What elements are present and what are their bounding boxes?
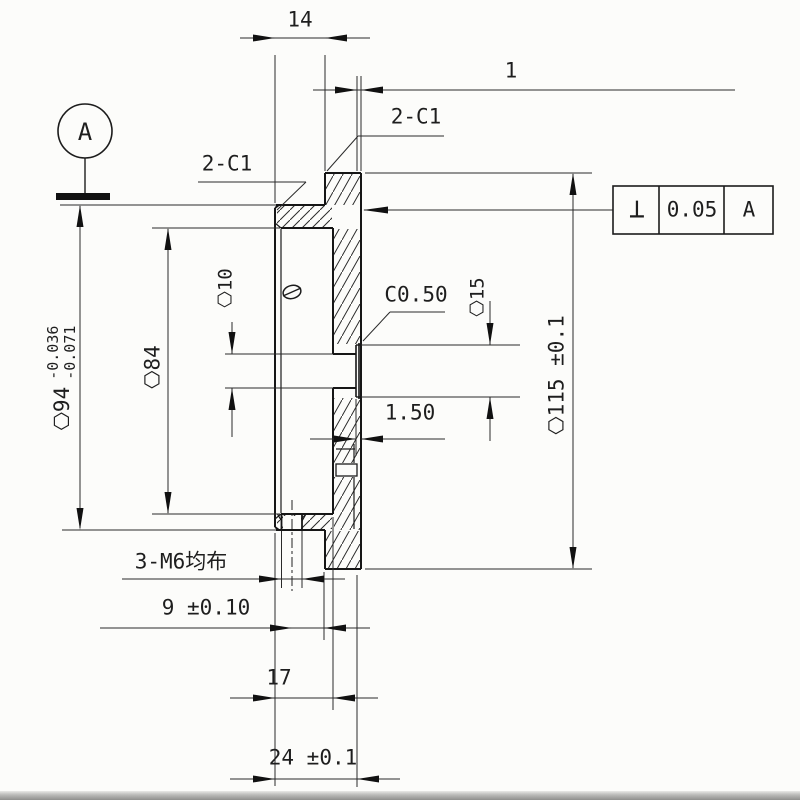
scan-edge-shadow xyxy=(0,791,800,800)
dim-hub-od-tolerances: -0.036 -0.071 xyxy=(43,325,80,380)
dim-hub-od-tol-upper: -0.036 xyxy=(43,325,62,380)
dim-hub-od: ⎔94 -0.036 -0.071 xyxy=(43,325,80,431)
dim-total-length: 24 ±0.1 xyxy=(268,745,358,770)
dim-small-hole-dia: ⎔10 xyxy=(214,268,237,308)
dim-chamfer-hub: 2-C1 xyxy=(201,151,253,176)
dim-thread-callout: 3-M6均布 xyxy=(134,549,228,574)
feature-control-frame xyxy=(612,185,774,235)
dimension-lines xyxy=(60,37,735,787)
dim-hub-od-nominal: ⎔94 xyxy=(49,386,74,431)
section-hatching xyxy=(277,174,360,568)
m6-hole xyxy=(276,513,307,530)
dim-hub-top-width: 14 xyxy=(287,7,313,32)
dim-hub-od-tol-lower: -0.071 xyxy=(61,325,79,380)
dim-thread-position: 9 ±0.10 xyxy=(161,595,251,620)
dim-hub-length: 17 xyxy=(266,665,292,690)
web-groove xyxy=(335,463,358,477)
fcf-datum-ref: A xyxy=(742,197,756,222)
dim-counterbore-dia: ⎔84 xyxy=(140,345,165,389)
dim-chamfer-flange: 2-C1 xyxy=(390,104,442,129)
datum-symbol xyxy=(56,103,113,200)
dim-mid-hole-dia: ⎔15 xyxy=(466,277,489,317)
hole-ellipse-detail xyxy=(282,284,302,300)
bore-chamfer-lines xyxy=(274,222,355,529)
perpendicularity-icon: ⊥ xyxy=(628,193,646,225)
dim-bore-chamfer: C0.50 xyxy=(384,282,448,307)
fcf-tolerance: 0.05 xyxy=(666,197,718,222)
dim-flange-od: ⎔115 ±0.1 xyxy=(544,315,569,435)
dimension-arrows xyxy=(76,34,577,783)
part-outline xyxy=(274,172,362,570)
dim-cbore-depth: 1.50 xyxy=(384,400,436,425)
dim-rim-step: 1 xyxy=(504,58,518,83)
datum-label: A xyxy=(77,118,93,146)
